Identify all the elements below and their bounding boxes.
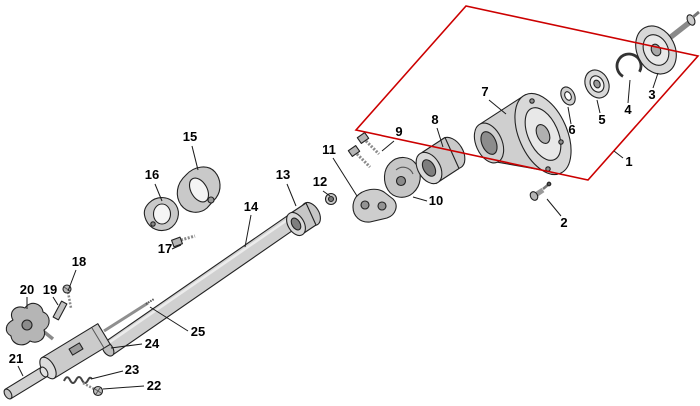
- leader-11: [332, 157, 358, 197]
- part-7-housing-cone: [473, 92, 572, 176]
- leader-22: [102, 385, 145, 390]
- leader-21: [17, 365, 24, 377]
- part-9-screws: [347, 132, 381, 169]
- part-20-knob: [5, 302, 55, 346]
- leader-8: [436, 127, 444, 148]
- part-25-inner-shaft: [103, 298, 155, 333]
- callout-label-23: 23: [125, 362, 139, 377]
- part-13-bushing: [286, 201, 321, 237]
- callout-label-14: 14: [244, 199, 259, 214]
- part-23-spring: [63, 376, 93, 384]
- callout-label-24: 24: [145, 336, 160, 351]
- callout-label-19: 19: [43, 282, 57, 297]
- leader-3: [652, 72, 659, 89]
- callout-label-9: 9: [395, 124, 402, 139]
- callout-label-11: 11: [322, 142, 336, 157]
- callout-label-7: 7: [481, 84, 488, 99]
- callout-label-8: 8: [431, 112, 438, 127]
- leader-5: [596, 99, 601, 114]
- leader-4: [627, 79, 631, 104]
- part-3-disc: [635, 10, 700, 75]
- callout-label-5: 5: [598, 112, 605, 127]
- part-24-coupler: [39, 323, 111, 380]
- callout-label-12: 12: [313, 174, 327, 189]
- leader-12: [322, 190, 331, 197]
- leader-25: [149, 306, 189, 332]
- leader-16: [154, 183, 163, 202]
- leader-23: [90, 370, 124, 380]
- part-19-pin: [52, 300, 68, 321]
- callout-label-2: 2: [560, 215, 567, 230]
- leader-6: [567, 106, 572, 125]
- leader-13: [286, 183, 297, 207]
- callout-label-16: 16: [145, 167, 159, 182]
- callout-label-22: 22: [147, 378, 161, 393]
- part-11-bracket: [352, 188, 397, 223]
- part-1-highlight-box: [354, 5, 700, 181]
- part-4-snap-ring: [615, 52, 643, 80]
- part-15-clamp-bracket: [176, 166, 221, 213]
- part-10-clamp-half: [383, 156, 421, 198]
- leader-lines: [17, 72, 659, 390]
- part-6-washer: [560, 86, 576, 106]
- callout-label-15: 15: [183, 129, 197, 144]
- part-22-screw: [82, 381, 104, 397]
- callout-label-20: 20: [20, 282, 34, 297]
- callout-label-6: 6: [568, 122, 575, 137]
- leader-15: [191, 145, 199, 171]
- callout-label-17: 17: [158, 241, 172, 256]
- part-16-clamp: [143, 197, 179, 232]
- parts-layer: [3, 10, 700, 400]
- part-2-grease-fitting: [529, 181, 552, 201]
- part-21-grip-pin: [3, 366, 49, 400]
- callout-label-13: 13: [276, 167, 290, 182]
- leader-18: [67, 269, 77, 292]
- leader-17: [171, 244, 182, 250]
- leader-24: [110, 343, 143, 349]
- part-5-bearing: [584, 69, 610, 99]
- part-12-nut: [324, 192, 338, 206]
- leader-19: [52, 296, 59, 306]
- leader-7: [488, 99, 507, 115]
- callout-label-3: 3: [648, 87, 655, 102]
- leader-14: [244, 214, 252, 248]
- leader-2: [546, 198, 562, 217]
- callout-label-18: 18: [72, 254, 86, 269]
- callout-labels: 1 2 3 4 5 6 7 8 9 10 11 12 13 14 15 16 1…: [9, 84, 656, 393]
- leader-9: [381, 140, 395, 152]
- callout-label-10: 10: [429, 193, 443, 208]
- leader-10: [412, 196, 428, 202]
- callout-label-1: 1: [625, 154, 632, 169]
- leader-1: [613, 150, 624, 159]
- part-8-collar: [415, 136, 466, 185]
- callout-label-21: 21: [9, 351, 23, 366]
- callout-label-4: 4: [624, 102, 632, 117]
- part-17-screw: [171, 234, 196, 248]
- part-18-screw: [62, 284, 73, 309]
- callout-label-25: 25: [191, 324, 205, 339]
